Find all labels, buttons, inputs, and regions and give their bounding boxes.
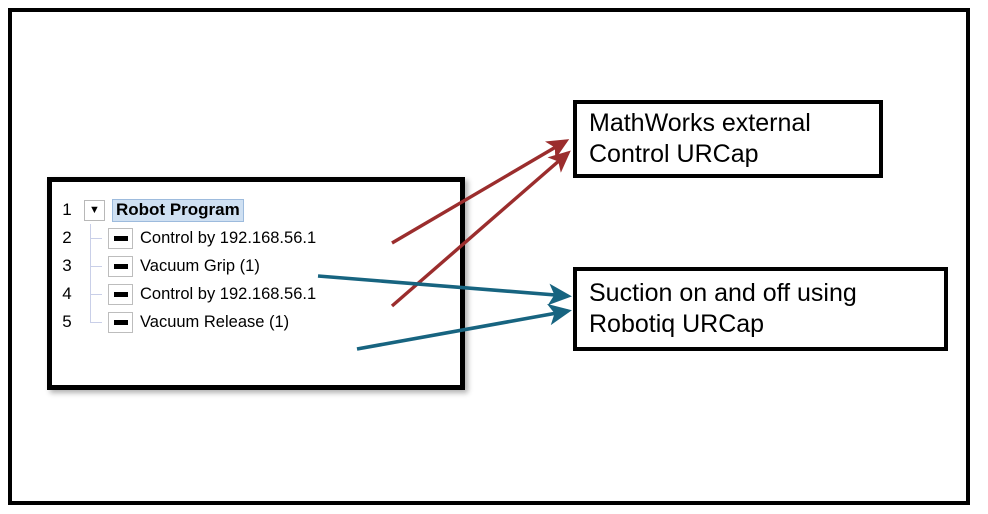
- callout-line-2: Control URCap: [589, 140, 759, 168]
- program-tree: 1 ▼ Robot Program 2 Control by 192.168.5…: [52, 196, 460, 336]
- node-bar-icon: [108, 283, 133, 305]
- robot-program-panel: 1 ▼ Robot Program 2 Control by 192.168.5…: [47, 177, 465, 390]
- tree-item-label[interactable]: Vacuum Grip (1): [140, 256, 260, 275]
- tree-connector: [82, 224, 108, 252]
- bar-glyph: [113, 263, 128, 269]
- callout-line-1: Suction on and off using: [589, 279, 857, 307]
- line-number: 3: [62, 256, 72, 275]
- tree-row-item[interactable]: 3 Vacuum Grip (1): [52, 252, 460, 280]
- line-number: 5: [62, 312, 72, 331]
- collapse-toggle-icon[interactable]: ▼: [84, 199, 105, 221]
- node-bar-icon: [108, 227, 133, 249]
- tree-horizontal-line: [90, 266, 102, 267]
- tree-horizontal-line: [90, 322, 102, 323]
- tree-vertical-line: [90, 308, 91, 322]
- line-number: 1: [62, 200, 72, 219]
- tree-root-label[interactable]: Robot Program: [112, 198, 244, 222]
- line-number: 2: [62, 228, 72, 247]
- callout-robotiq: Suction on and off using Robotiq URCap: [573, 267, 948, 351]
- tree-row-root[interactable]: 1 ▼ Robot Program: [52, 196, 460, 224]
- bar-glyph: [113, 291, 128, 297]
- node-bar-icon: [108, 311, 133, 333]
- line-number: 4: [62, 284, 72, 303]
- tree-horizontal-line: [90, 238, 102, 239]
- tree-item-label[interactable]: Control by 192.168.56.1: [140, 228, 317, 247]
- tree-connector: [82, 280, 108, 308]
- tree-row-item[interactable]: 4 Control by 192.168.56.1: [52, 280, 460, 308]
- node-bar-icon: [108, 255, 133, 277]
- tree-connector: [82, 308, 108, 336]
- callout-line-1: MathWorks external: [589, 109, 811, 137]
- tree-row-item[interactable]: 2 Control by 192.168.56.1: [52, 224, 460, 252]
- callout-mathworks: MathWorks external Control URCap: [573, 100, 883, 178]
- tree-row-item[interactable]: 5 Vacuum Release (1): [52, 308, 460, 336]
- bar-glyph: [113, 319, 128, 325]
- tree-item-label[interactable]: Vacuum Release (1): [140, 312, 290, 331]
- tree-connector: [82, 252, 108, 280]
- bar-glyph: [113, 235, 128, 241]
- outer-border-frame: [8, 8, 970, 505]
- tree-horizontal-line: [90, 294, 102, 295]
- tree-item-label[interactable]: Control by 192.168.56.1: [140, 284, 317, 303]
- callout-line-2: Robotiq URCap: [589, 310, 765, 338]
